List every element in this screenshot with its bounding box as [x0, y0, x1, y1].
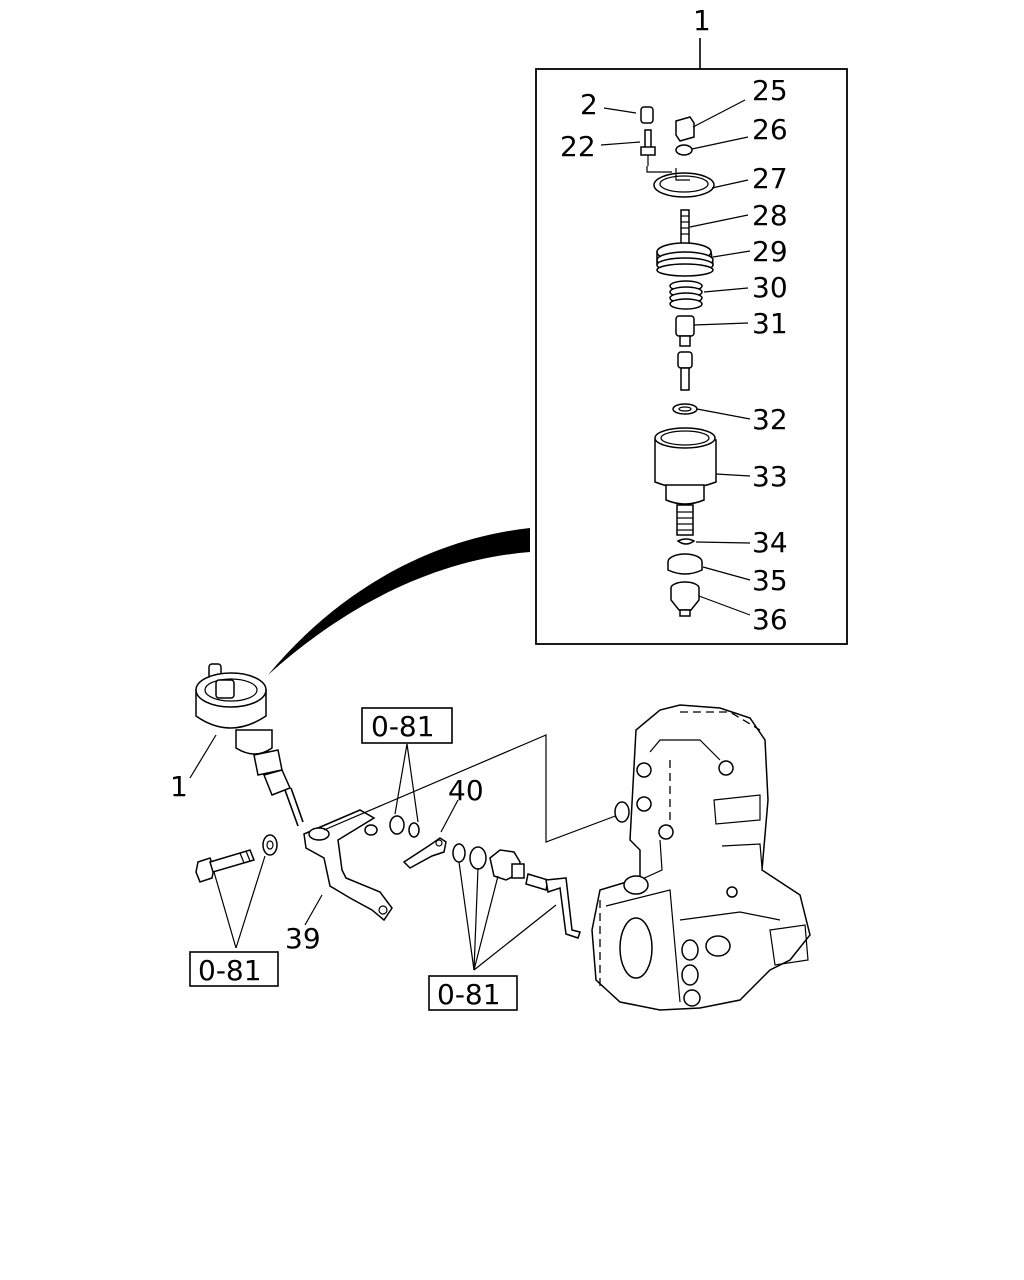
washers-right — [452, 843, 487, 870]
callout-36: 36 — [752, 603, 788, 636]
part-32-washer — [672, 403, 698, 415]
callout-22: 22 — [560, 130, 596, 163]
part-30-spring — [669, 280, 703, 310]
ref-box-bottom: 0-81 — [428, 975, 518, 1011]
part-40-arm — [402, 837, 447, 869]
callout-31: 31 — [752, 307, 788, 340]
detail-sweep — [268, 528, 530, 675]
ref-box-top: 0-81 — [361, 707, 453, 744]
part-2-cap — [640, 106, 654, 124]
bolt-left — [195, 849, 256, 883]
part-33-body — [654, 427, 717, 536]
part-22-pin — [640, 129, 656, 166]
part-27-ring — [646, 166, 715, 198]
part-26-washer — [675, 144, 693, 156]
part-29-cap — [656, 242, 714, 277]
callout-35: 35 — [752, 564, 788, 597]
part-34-clip — [676, 538, 696, 545]
part-1-assembly — [195, 663, 304, 827]
fitting-right — [489, 849, 525, 881]
callout-1-top: 1 — [693, 4, 711, 37]
callout-1-main: 1 — [170, 770, 188, 803]
ref-box-left: 0-81 — [189, 951, 279, 987]
callout-39: 39 — [285, 922, 321, 955]
ref-bottom-label: 0-81 — [437, 978, 501, 1011]
callout-30: 30 — [752, 271, 788, 304]
ref-left-label: 0-81 — [198, 954, 262, 987]
part-35-nut — [667, 553, 703, 575]
callout-33: 33 — [752, 460, 788, 493]
pump-housing — [591, 704, 811, 1011]
callout-28: 28 — [752, 199, 788, 232]
detail-parts — [600, 99, 751, 617]
part-31-plunger — [675, 315, 695, 391]
part-39-bracket — [303, 809, 393, 922]
callout-32: 32 — [752, 403, 788, 436]
screw-right — [525, 873, 581, 939]
callout-27: 27 — [752, 162, 788, 195]
detail-frame — [535, 38, 848, 645]
part-36-nozzle — [670, 581, 700, 617]
callout-34: 34 — [752, 526, 788, 559]
callout-29: 29 — [752, 235, 788, 268]
part-28-screw — [680, 209, 690, 245]
callout-2: 2 — [580, 88, 598, 121]
ref-top-label: 0-81 — [371, 710, 435, 743]
callout-40: 40 — [448, 774, 484, 807]
nut-top — [389, 815, 420, 838]
part-25-nut — [675, 116, 695, 142]
callout-25: 25 — [752, 74, 788, 107]
callout-26: 26 — [752, 113, 788, 146]
washer-left — [262, 834, 278, 856]
